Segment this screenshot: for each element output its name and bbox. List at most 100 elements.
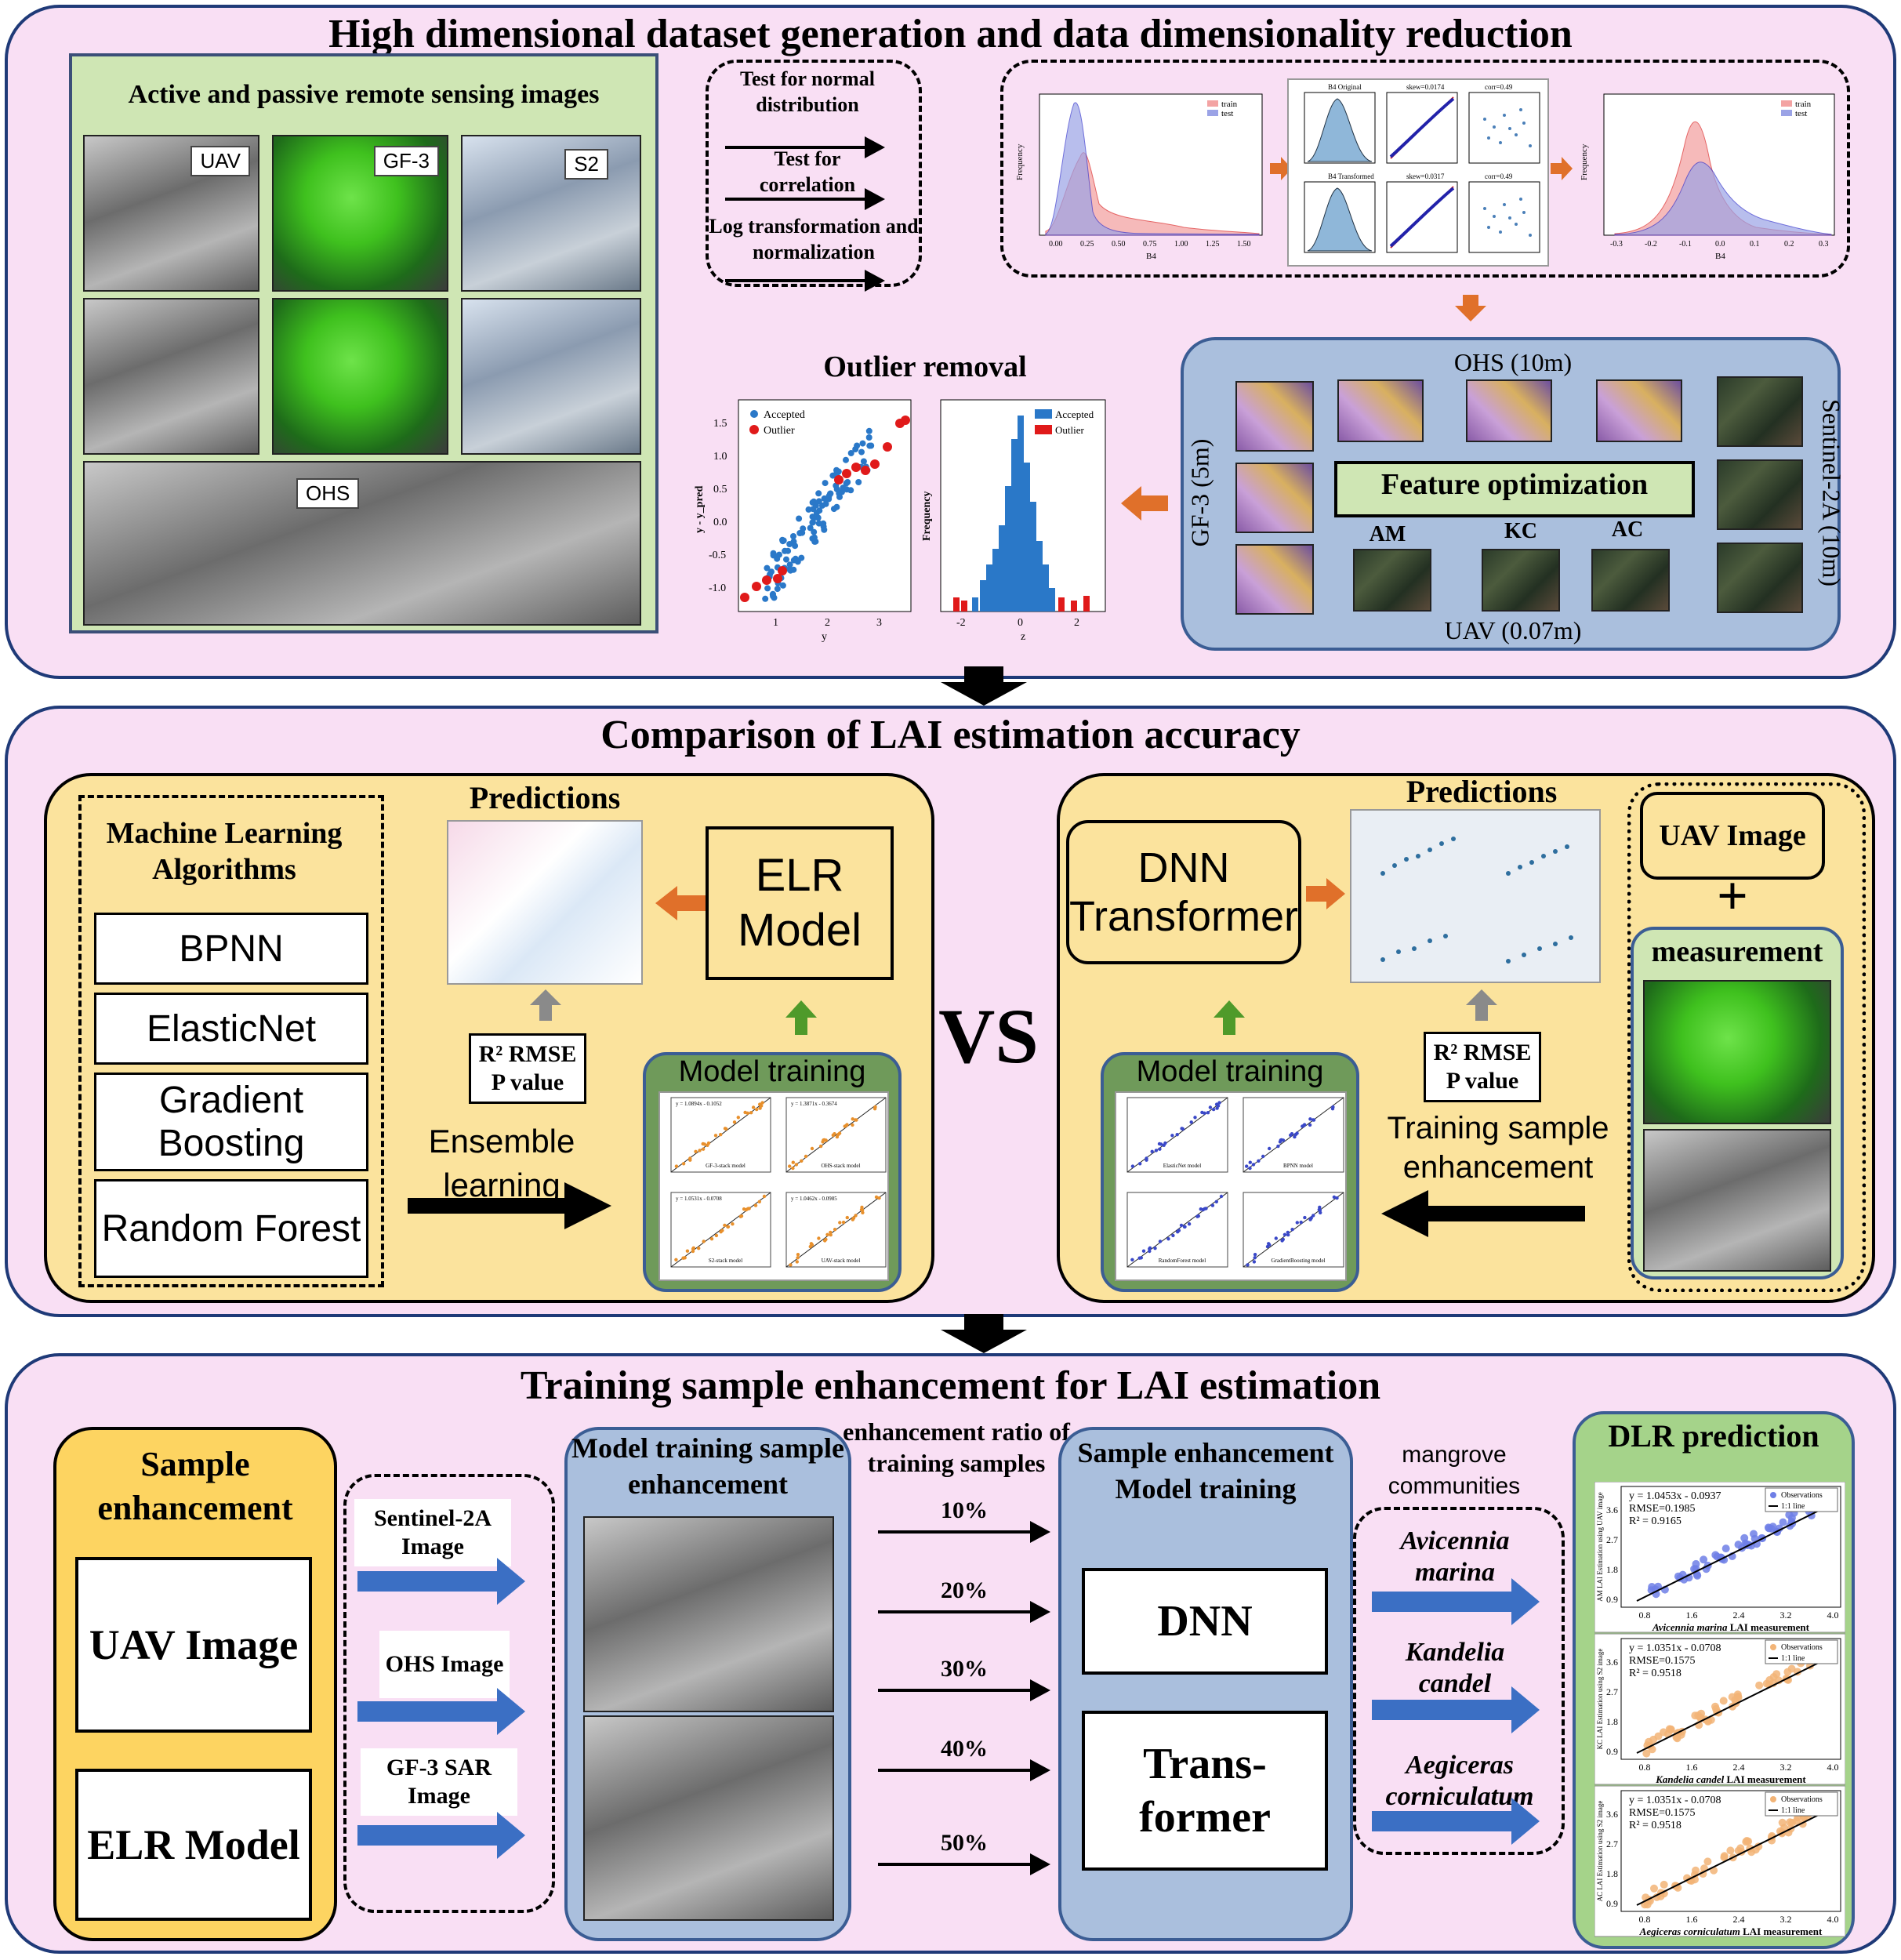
train-point <box>726 1225 730 1229</box>
images-title: Active and passive remote sensing images <box>128 80 600 109</box>
dlr-observation <box>1712 1704 1721 1713</box>
dlr-xlabel: Avicennia marina LAI measurement <box>1652 1621 1810 1633</box>
ohs-image: OHS <box>83 461 641 626</box>
dlr-observation <box>1743 1837 1751 1845</box>
dlr-legend-label: 1:1 line <box>1781 1502 1805 1511</box>
train-point <box>1311 1214 1315 1218</box>
dlr-legend-label: Observations <box>1781 1643 1823 1652</box>
scatter-ytick: -0.5 <box>709 550 726 561</box>
train-subplot-label: ElasticNet model <box>1163 1163 1201 1169</box>
ratio-20-arrow <box>878 1601 1050 1623</box>
dlr-observation <box>1778 1818 1787 1827</box>
dlr-ytick: 1.8 <box>1606 1564 1618 1575</box>
dist-left-xtick: 1.50 <box>1237 240 1251 249</box>
algo-gradient-boosting: Gradient Boosting <box>94 1073 368 1171</box>
enh-image-2 <box>583 1715 834 1921</box>
dist-left-legend-train: train <box>1221 100 1238 109</box>
orange-down-arrow <box>1455 295 1486 321</box>
dlr-title: DLR prediction <box>1608 1418 1819 1454</box>
dlr-ytick: 2.7 <box>1606 1686 1618 1697</box>
train-point <box>731 1222 735 1226</box>
metrics-right: R² RMSE P value <box>1424 1032 1541 1102</box>
train-point <box>845 1215 849 1220</box>
scatter-point-accepted <box>807 524 814 532</box>
train-point <box>758 1106 762 1110</box>
dist-left-xtick: 0.00 <box>1049 240 1063 249</box>
train-point <box>1245 1164 1249 1168</box>
train-point <box>861 1210 865 1214</box>
train-point <box>1295 1131 1299 1135</box>
train-point <box>1141 1249 1146 1253</box>
model-training-right-title: Model training <box>1136 1055 1324 1088</box>
train-equation: y = 1.0894x - 0.1052 <box>676 1101 722 1107</box>
ohs-thumb <box>1466 379 1552 442</box>
input-s2: Sentinel-2A Image <box>354 1499 511 1566</box>
dlr-legend <box>1765 1639 1838 1664</box>
test-normal: Test for normal distribution <box>740 67 875 116</box>
train-point <box>1200 1110 1204 1115</box>
train-point <box>1196 1214 1200 1218</box>
scatter-point-accepted <box>790 533 796 539</box>
feature-bottom-label: UAV (0.07m) <box>1444 616 1582 644</box>
dlr-observation <box>1642 1749 1651 1758</box>
dlr-xtick: 2.4 <box>1733 1914 1745 1925</box>
dnn-box: DNN <box>1082 1568 1328 1675</box>
train-subplot-label: GradientBoosting model <box>1271 1258 1325 1264</box>
train-point <box>706 1143 709 1147</box>
train-point <box>796 1253 800 1257</box>
scatter-point-accepted <box>822 480 829 487</box>
train-point <box>1248 1166 1252 1171</box>
train-point <box>1282 1232 1287 1236</box>
dlr-observation <box>1734 1693 1743 1701</box>
train-point <box>1137 1256 1141 1260</box>
train-point <box>755 1107 759 1112</box>
dlr-xtick: 3.2 <box>1780 1914 1792 1925</box>
orange-arrow <box>1270 157 1292 180</box>
train-point <box>854 1118 858 1122</box>
train-point <box>719 1230 723 1234</box>
dlr-ytick: 3.6 <box>1606 1809 1618 1820</box>
dlr-observation <box>1648 1583 1656 1591</box>
dlr-legend-marker <box>1770 1796 1776 1802</box>
s2-image: S2 <box>461 135 641 292</box>
dlr-xtick: 0.8 <box>1639 1610 1651 1621</box>
train-point <box>701 1142 705 1146</box>
test-correlation-arrow <box>725 188 885 210</box>
train-equation: y = 1.3871x - 0.3674 <box>791 1101 837 1107</box>
train-point <box>851 1123 854 1127</box>
scatter-ytick: 0.5 <box>713 484 727 495</box>
uav-mangrove-map <box>83 298 259 455</box>
train-point <box>1295 1221 1299 1225</box>
dlr-ytick: 1.8 <box>1606 1868 1618 1879</box>
train-point <box>1318 1205 1322 1210</box>
scatter-xtick: 1 <box>773 617 778 629</box>
dist-right-legend-train: train <box>1795 100 1812 109</box>
scatter-point-accepted <box>799 529 806 536</box>
scatter-point-accepted <box>770 552 777 559</box>
train-point <box>694 1149 698 1153</box>
scatter-point-accepted <box>815 520 822 527</box>
train-equation: y = 1.0462x - 0.0985 <box>791 1196 837 1202</box>
inputs-box <box>343 1474 555 1913</box>
scatter-point-accepted <box>865 434 873 441</box>
ratio-10: 10% <box>941 1497 988 1523</box>
dlr-observation <box>1650 1884 1658 1893</box>
train-point <box>1293 1134 1297 1139</box>
uav-image: UAV <box>83 135 259 292</box>
mini-normality-grid: B4 Original skew=0.0174 corr=0.49 B4 Tra… <box>1287 78 1549 267</box>
train-point <box>1268 1146 1272 1151</box>
communities-box <box>1353 1507 1565 1855</box>
mini-label: skew=0.0317 <box>1406 172 1445 180</box>
train-point <box>1170 1134 1174 1138</box>
dlr-xtick: 4.0 <box>1827 1610 1839 1621</box>
predictions-left-title: Predictions <box>469 780 621 815</box>
community-avicennia: Avicennia marina <box>1400 1526 1510 1587</box>
train-point <box>681 1162 686 1166</box>
train-point <box>1153 1247 1157 1250</box>
dlr-observation <box>1700 1555 1708 1564</box>
gf3-thumb <box>1235 381 1314 452</box>
train-point <box>691 1247 695 1251</box>
dlr-legend-label: 1:1 line <box>1781 1654 1805 1663</box>
scatter-point-accepted <box>811 528 818 535</box>
train-subplot-label: BPNN model <box>1283 1163 1313 1169</box>
